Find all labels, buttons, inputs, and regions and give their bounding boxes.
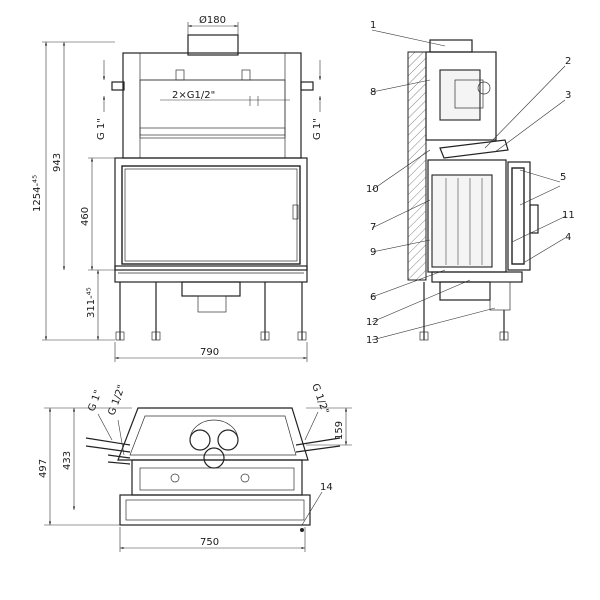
ash-drawer [439,281,491,301]
dim-height-311: 311-⁴⁵ [86,287,97,318]
dim-flue-diameter: Ø180 [199,14,226,26]
callout-2: 2 [565,56,571,67]
front-view: Ø180 2×G1/2" G 1" G 1" 1254-⁴⁵ 943 460 3… [32,14,323,362]
callout-14: 14 [320,482,333,493]
dim-height-460: 460 [80,207,91,226]
dim-width-790: 790 [200,347,219,358]
callout-13: 13 [366,335,379,346]
flue-outlet-left [189,429,211,451]
callout-8: 8 [370,87,376,98]
dim-thread-right: G 1" [312,118,323,140]
top-housing [117,407,309,461]
dim-total-height: 1254-⁴⁵ [32,175,43,212]
side-view: 1 2 3 4 5 6 7 8 9 10 11 12 13 [366,20,575,346]
upper-housing [122,52,302,159]
callout-5: 5 [560,172,566,183]
dim-offset-159: 159 [334,421,345,440]
callout-12: 12 [366,317,379,328]
baffle-plate [139,127,286,139]
wall-section [407,51,427,281]
callout-4: 4 [565,232,571,243]
door-frame [114,157,308,271]
callout-6: 6 [370,292,376,303]
top-view: G 1" G 1/2" G 1/2" 497 433 159 750 14 [38,382,352,552]
callout-11: 11 [562,210,575,221]
dim-depth-497: 497 [38,459,49,478]
callout-7: 7 [370,222,376,233]
lower-frame [114,265,308,283]
dim-height-943: 943 [52,153,63,172]
dim-g12-right: G 1/2" [309,382,330,415]
dim-g1-left: G 1" [86,389,104,413]
pipe-right [300,81,314,91]
ash-box [181,281,241,297]
callout-3: 3 [565,90,571,101]
dim-depth-433: 433 [62,451,73,470]
dim-g12-left: G 1/2" [106,384,127,417]
flue-outlet-center [203,447,225,469]
flue-collar [187,34,239,56]
callout-9: 9 [370,247,376,258]
callout-1: 1 [370,20,376,31]
dim-connection: 2×G1/2" [172,90,215,101]
callout-10: 10 [366,184,379,195]
dim-thread-left: G 1" [96,118,107,140]
flue-outlet-right [217,429,239,451]
legs [115,282,307,341]
dim-width-750: 750 [200,537,219,548]
pipe-left [111,81,125,91]
side-flue [429,39,473,53]
glass-window [121,165,301,265]
